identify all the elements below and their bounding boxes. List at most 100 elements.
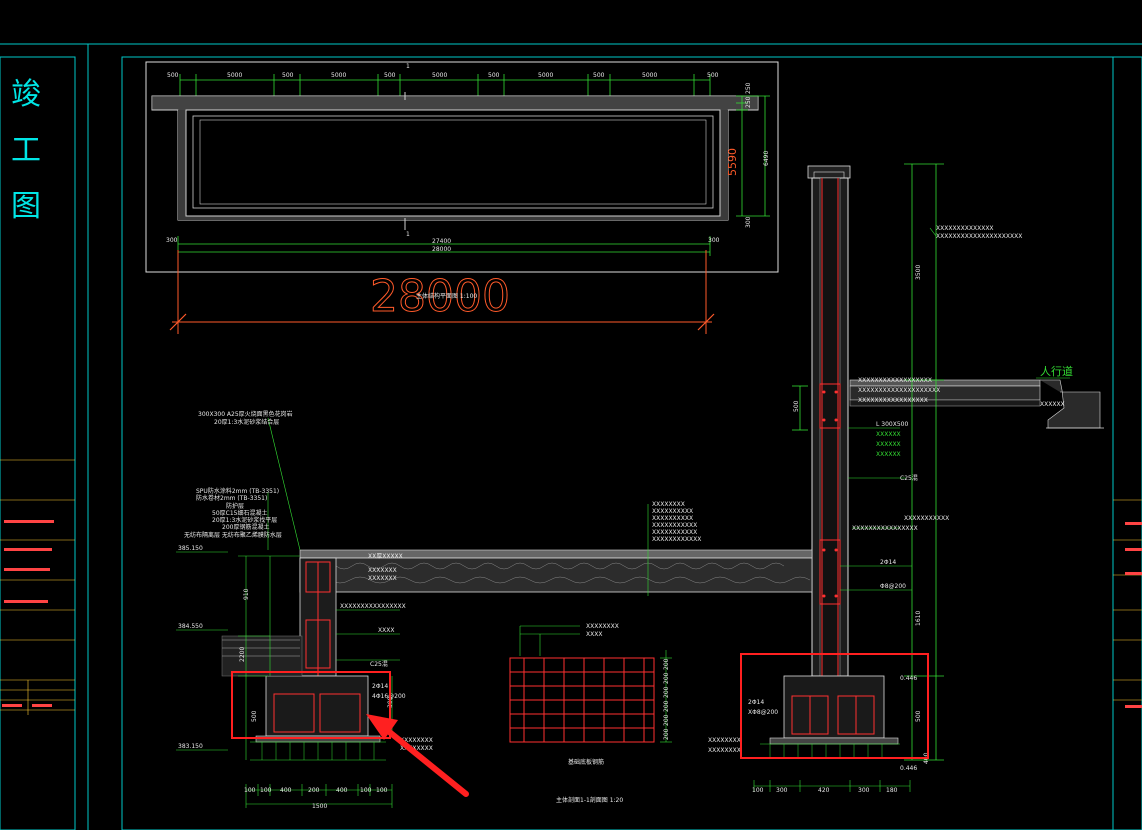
- plan-pool-inner: [185, 109, 721, 217]
- slab-callout-2: XXXXXXX: [368, 575, 397, 582]
- left-bottom-dim-5: 100: [360, 787, 372, 794]
- plan-bottom-inner: 27400: [432, 238, 451, 245]
- right-label-concrete: C25混: [900, 474, 918, 482]
- svg-text:XXXXXXXX: XXXXXXXX: [708, 747, 741, 754]
- slab-callout-0: XX厚XXXXX: [368, 553, 403, 560]
- svg-text:XXXXXXXX: XXXXXXXX: [400, 745, 433, 752]
- svg-text:XXXXXXXXXXXXXXXXXX: XXXXXXXXXXXXXXXXXX: [858, 377, 932, 384]
- right-elev: 0.446: [900, 675, 917, 682]
- left-label-0: C25混: [370, 660, 388, 668]
- callout-top-1: 20厚1:3水泥砂浆结合层: [214, 418, 279, 426]
- right-dim-2: 1610: [915, 611, 922, 626]
- plan-top-dim-6: 500: [488, 72, 500, 79]
- plan-top-dim-10: 500: [707, 72, 719, 79]
- plan-right-dim-0: 250: [745, 82, 752, 94]
- plan-section-mark-bottom: 1: [406, 231, 410, 238]
- plan-right-dim-4: 300: [745, 216, 752, 228]
- plan-left-small: 300: [166, 237, 178, 244]
- left-label-1: 4Φ16@200: [372, 693, 406, 700]
- svg-text:XXXXXXXXXXXXXXXXXXXXX: XXXXXXXXXXXXXXXXXXXXX: [936, 233, 1022, 240]
- slab-callout-1: XXXXXXX: [368, 567, 397, 574]
- highlight-box-right: [740, 653, 929, 759]
- callout-mid-4: 20厚1:3水泥砂浆找平层: [212, 516, 277, 524]
- highlight-box-left: [231, 671, 391, 739]
- svg-text:500: 500: [251, 710, 258, 722]
- plan-top-dim-0: 500: [167, 72, 179, 79]
- svg-text:XXXXXXXXXXXXXXXX: XXXXXXXXXXXXXXXX: [340, 603, 406, 610]
- right-bottom-dim-1: 300: [776, 787, 788, 794]
- left-label-2: 2Φ14: [372, 683, 388, 690]
- svg-text:XXXXXXXXXXXXXXXXXXXX: XXXXXXXXXXXXXXXXXXXX: [858, 387, 940, 394]
- title-block-right: [1113, 499, 1142, 708]
- big-dimension: 28000 主体结构平面图 1:100: [169, 250, 715, 334]
- left-bottom-dim-3: 200: [308, 787, 320, 794]
- left-bottom-total: 1500: [312, 803, 327, 810]
- svg-text:XXXXXXXXXX: XXXXXXXXXX: [652, 508, 693, 515]
- right-label-rebar2: Φ8@200: [880, 583, 906, 590]
- label-walkway: 人行道: [1040, 364, 1073, 378]
- grid-dim-5: 200: [663, 728, 670, 740]
- callout-mid-2: 防护层: [226, 502, 244, 510]
- svg-text:XXXXXXXX: XXXXXXXX: [586, 623, 619, 630]
- big-dimension-label: 28000: [370, 271, 510, 322]
- bottom-slab: XXXXXXXX XXXXXXXXXX XXXXXXXXXX XXXXXXXXX…: [299, 501, 813, 596]
- right-bottom-dim-3: 300: [858, 787, 870, 794]
- right-bottom-dim-4: 180: [886, 787, 898, 794]
- left-bottom-dim-2: 400: [280, 787, 292, 794]
- plan-right-dim-1: 250: [745, 96, 752, 108]
- svg-text:XXXXXX: XXXXXX: [876, 441, 901, 448]
- svg-text:XXXX: XXXX: [586, 631, 602, 638]
- plan-white-frame: [145, 61, 779, 273]
- elev-2: 383.150: [178, 743, 203, 750]
- svg-text:XXXXXXXX: XXXXXXXX: [708, 737, 741, 744]
- svg-text:XXXX: XXXX: [378, 627, 394, 634]
- plan-top-dim-2: 500: [282, 72, 294, 79]
- plan-top-dim-5: 5000: [432, 72, 447, 79]
- svg-text:XΦ8@200: XΦ8@200: [748, 709, 778, 716]
- grid-dim-1: 200: [663, 672, 670, 684]
- plan-right-small: 300: [708, 237, 720, 244]
- callout-mid-1: 防水卷材2mm (TB-3351): [196, 494, 267, 502]
- stamp-char-1: 竣: [11, 77, 41, 112]
- svg-text:XXXXXXXXXXX: XXXXXXXXXXX: [652, 529, 697, 536]
- callout-top-0: 300X300 A25厚火烧面黑色花岗岩: [198, 410, 293, 418]
- left-bottom-dim-6: 100: [376, 787, 388, 794]
- drawing-frames: [0, 43, 1142, 830]
- grid-dim-3: 200: [663, 700, 670, 712]
- main-section-caption: 主体剖面1-1剖面图 1:20: [556, 796, 623, 804]
- plan-section-mark-top: 1: [406, 63, 410, 70]
- svg-text:XXXXXXXX: XXXXXXXX: [652, 501, 685, 508]
- left-bottom-dim-4: 400: [336, 787, 348, 794]
- right-dim-1: 500: [793, 400, 800, 412]
- svg-text:0.446: 0.446: [900, 765, 917, 772]
- plan-top-dim-4: 500: [384, 72, 396, 79]
- grid-dim-4: 200: [663, 714, 670, 726]
- plan-right-dim-2: 5590: [726, 148, 739, 176]
- svg-text:XXXXXXXXXXXXXXXX: XXXXXXXXXXXXXXXX: [852, 525, 918, 532]
- rebar-grid-detail: XXXXXXXX XXXX 200 200 200 200 200 200: [509, 623, 672, 766]
- svg-text:910: 910: [243, 588, 250, 600]
- plan-top-dim-3: 5000: [331, 72, 346, 79]
- elev-1: 384.550: [178, 623, 203, 630]
- right-label-beam: L 300X500: [876, 421, 908, 428]
- svg-text:XXXXXXXXXXXXXX: XXXXXXXXXXXXXX: [936, 225, 994, 232]
- section-left: 910 2200 500 300 385.150 384.550 383.150…: [176, 410, 433, 810]
- svg-text:XXXXXXXXXX: XXXXXXXXXX: [652, 515, 693, 522]
- left-bottom-dim-0: 100: [244, 787, 256, 794]
- plan-bottom-outer: 28000: [432, 246, 451, 253]
- stamp-char-2: 工: [11, 133, 41, 168]
- right-dim-0: 3500: [915, 265, 922, 280]
- section-right: 人行道 3500 500 1610 500 400 L 300X50: [708, 163, 1104, 794]
- callout-mid-5: 200厚钢筋混凝土: [222, 523, 269, 531]
- plan-top-dim-7: 5000: [538, 72, 553, 79]
- right-bottom-dim-0: 100: [752, 787, 764, 794]
- svg-text:XXXXXXXX: XXXXXXXX: [400, 737, 433, 744]
- right-bottom-dim-2: 420: [818, 787, 830, 794]
- svg-text:XXXXXX: XXXXXX: [876, 451, 901, 458]
- plan-view: 500 5000 500 5000 500 5000 500 5000 500 …: [145, 61, 779, 273]
- svg-text:XXXXXXXXXXXXXXXXX: XXXXXXXXXXXXXXXXX: [858, 397, 928, 404]
- plan-caption: 主体结构平面图 1:100: [416, 292, 477, 300]
- callout-mid-0: SPU防水涂料2mm (TB-3351): [196, 487, 279, 495]
- plan-top-dim-8: 500: [593, 72, 605, 79]
